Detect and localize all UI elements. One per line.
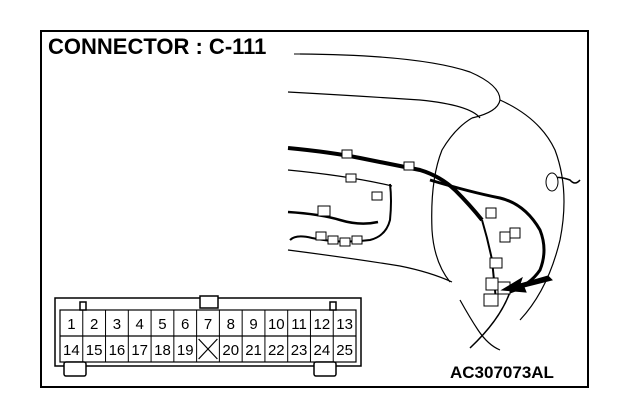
- diagram-frame: [40, 30, 589, 388]
- pin-label: 2: [90, 316, 98, 333]
- pin-label: 20: [222, 342, 239, 359]
- harness-connectors: [315, 149, 559, 307]
- pin-label: 3: [113, 316, 121, 333]
- pin-dividers: [82, 310, 334, 362]
- pin-label: 1: [67, 316, 75, 333]
- pin-label: 9: [249, 316, 257, 333]
- connector-title: CONNECTOR : C-111: [48, 34, 267, 59]
- pin-label: 23: [291, 342, 308, 359]
- pin-label: 7: [204, 316, 212, 333]
- pin-label: 15: [86, 342, 103, 359]
- pin-label: 13: [336, 316, 353, 333]
- pin-label: 25: [336, 342, 353, 359]
- pin-label: 18: [154, 342, 171, 359]
- empty-pin-cross: [198, 338, 218, 360]
- pin-label: 6: [181, 316, 189, 333]
- pin-label: 22: [268, 342, 285, 359]
- connector-face: [54, 295, 362, 377]
- pin-label: 10: [268, 316, 285, 333]
- location-arrow: [500, 275, 553, 293]
- pin-label: 19: [177, 342, 194, 359]
- pin-label: 24: [314, 342, 331, 359]
- dashboard-outline: [287, 53, 565, 351]
- pin-label: 17: [131, 342, 148, 359]
- pin-label: 11: [291, 316, 307, 333]
- pin-label: 12: [314, 316, 331, 333]
- pin-label: 21: [245, 342, 262, 359]
- pin-label: 14: [63, 342, 80, 359]
- figure-id: AC307073AL: [450, 363, 554, 382]
- pin-label: 16: [109, 342, 126, 359]
- pin-label: 5: [158, 316, 166, 333]
- pin-label: 4: [136, 316, 144, 333]
- pin-label: 8: [227, 316, 235, 333]
- empty-pin-stroke: [198, 338, 218, 360]
